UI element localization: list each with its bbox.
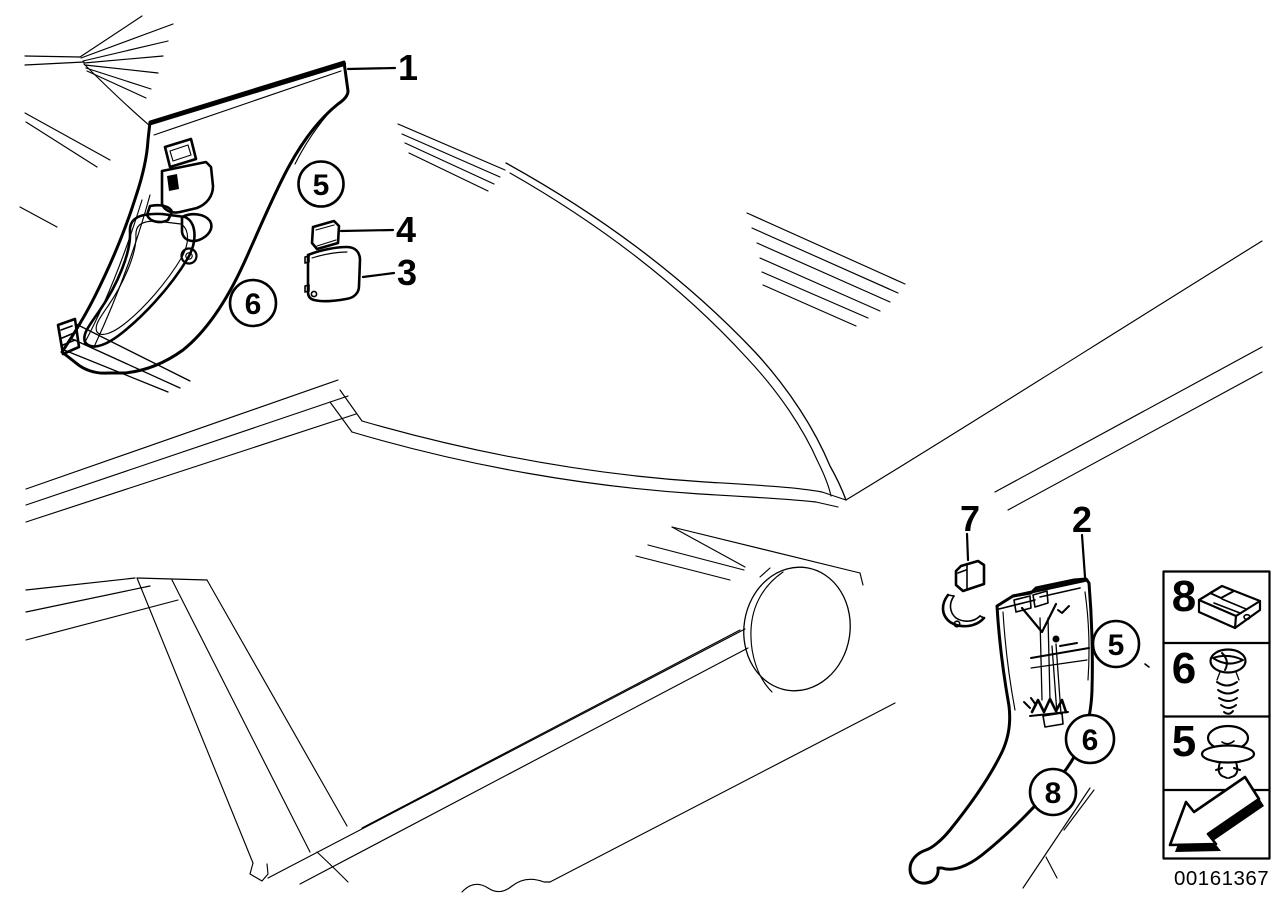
part-label-4[interactable]: 4 (396, 209, 416, 250)
phillips-screw-icon (1209, 648, 1247, 715)
callout-5-right[interactable]: 5 (1091, 619, 1141, 669)
push-rivet-icon (1200, 724, 1256, 779)
callout-5-right-number: 5 (1108, 629, 1125, 662)
part-label-7[interactable]: 7 (960, 498, 980, 539)
callout-6-right[interactable]: 6 (1064, 713, 1116, 765)
callout-8-right-number: 8 (1045, 777, 1062, 810)
legend-number-8: 8 (1172, 572, 1196, 621)
legend-number-6: 6 (1172, 644, 1196, 693)
legend-number-5: 5 (1172, 717, 1196, 766)
part-label-3[interactable]: 3 (397, 252, 417, 293)
legend-row-fastener-8[interactable]: 8 (1172, 572, 1262, 630)
legend-row-fastener-5[interactable]: 5 (1172, 717, 1256, 779)
legend-border (1162, 570, 1271, 860)
callout-5-left-number: 5 (313, 169, 330, 202)
leader-line-2 (1080, 533, 1087, 579)
part-3-cover-drawing[interactable] (304, 245, 362, 303)
part-2-trim-panel-drawing[interactable] (908, 577, 1094, 885)
car-body-outline (19, 15, 1263, 893)
legend-row-fastener-6[interactable]: 6 (1172, 644, 1247, 715)
direction-arrow-icon (1168, 775, 1264, 852)
callout-5-left[interactable]: 5 (297, 160, 345, 208)
part-1-trim-panel-drawing[interactable] (56, 60, 350, 393)
legend-box: 8 6 (1162, 570, 1271, 860)
part-4-clip-drawing[interactable] (310, 219, 341, 251)
callout-6-left-number: 6 (245, 288, 262, 321)
callout-6-left[interactable]: 6 (228, 278, 278, 328)
callout-6-right-number: 6 (1082, 724, 1099, 757)
leader-line-3 (361, 271, 396, 279)
expanding-clip-icon (1197, 584, 1262, 630)
leader-line-4 (339, 228, 395, 233)
legend-row-direction[interactable] (1168, 775, 1264, 852)
part-label-2[interactable]: 2 (1072, 499, 1092, 540)
leader-line-7 (965, 532, 970, 562)
part-label-1[interactable]: 1 (398, 47, 418, 88)
part-labels: 1 4 3 7 2 (339, 47, 1092, 579)
part-7-clamp-drawing[interactable] (941, 559, 986, 628)
doc-number: 00161367 (1174, 867, 1269, 890)
leader-line-1 (346, 66, 397, 71)
callout-8-right[interactable]: 8 (1028, 767, 1078, 817)
